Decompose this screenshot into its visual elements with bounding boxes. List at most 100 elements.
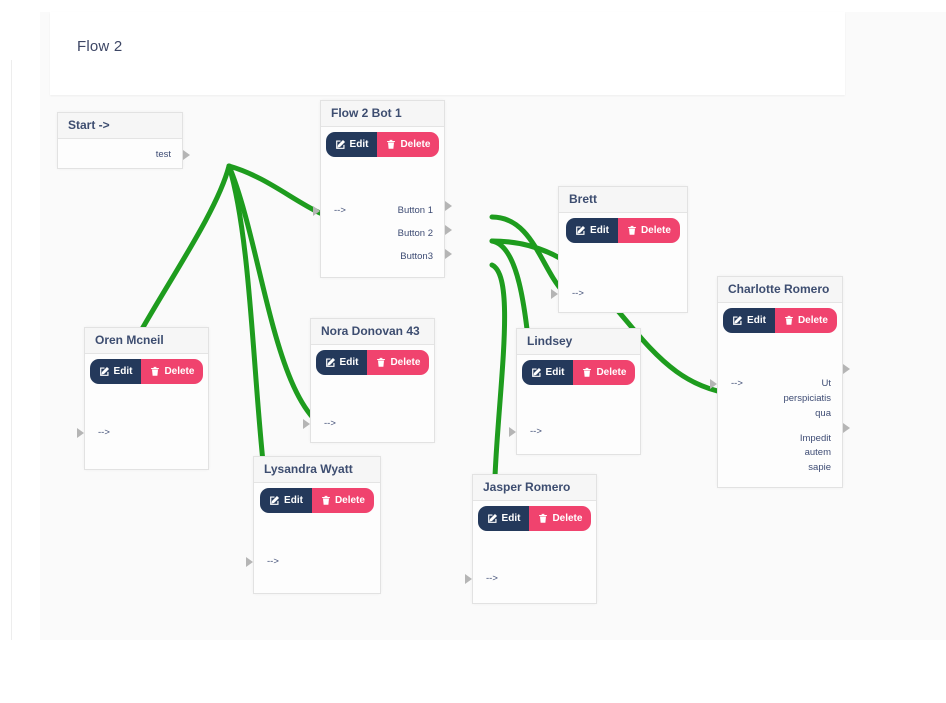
node-content-row: qua <box>718 406 842 421</box>
connection-bot1.button2--charlotte.in[interactable] <box>489 238 753 400</box>
edit-button-label: Edit <box>349 139 369 150</box>
input-arrow-label: --> <box>486 573 498 584</box>
delete-button[interactable]: Delete <box>573 360 636 385</box>
node-title: Start -> <box>58 113 182 139</box>
node-content-row: --> <box>473 571 596 586</box>
edit-icon <box>99 366 109 376</box>
input-arrow-label: --> <box>530 426 542 437</box>
node-title: Lysandra Wyatt <box>254 457 380 483</box>
output-port[interactable] <box>183 150 190 160</box>
node-title: Jasper Romero <box>473 475 596 501</box>
output-port[interactable] <box>445 201 452 211</box>
node-content-row: --> <box>311 416 434 431</box>
node-content-row: --> <box>254 554 380 569</box>
node-content-row: --> <box>517 424 640 439</box>
input-port[interactable] <box>77 428 84 438</box>
delete-button-label: Delete <box>797 315 828 326</box>
delete-button[interactable]: Delete <box>617 218 680 243</box>
flow-node-bot1[interactable]: Flow 2 Bot 1 Edit Delete --> Button 1 Button … <box>313 100 452 278</box>
node-content-row: -->Ut <box>718 376 842 391</box>
node-title: Flow 2 Bot 1 <box>321 101 444 127</box>
output-label: Button 2 <box>397 228 433 239</box>
input-port[interactable] <box>303 419 310 429</box>
output-label: Button 1 <box>397 205 433 216</box>
delete-button-label: Delete <box>164 366 195 377</box>
input-port[interactable] <box>509 427 516 437</box>
delete-button[interactable]: Delete <box>529 506 592 531</box>
input-port[interactable] <box>551 289 558 299</box>
input-port[interactable] <box>710 379 717 389</box>
delete-button[interactable]: Delete <box>367 350 430 375</box>
node-actions: Edit Delete <box>473 506 596 531</box>
node-content-row: perspiciatis <box>718 391 842 406</box>
output-label: test <box>155 149 171 160</box>
node-content-row: autem <box>718 445 842 460</box>
output-label: Button3 <box>400 251 433 262</box>
delete-button-label: Delete <box>390 357 421 368</box>
output-label: autem <box>804 447 831 458</box>
input-arrow-label: --> <box>334 205 346 216</box>
output-port[interactable] <box>843 423 850 433</box>
input-port[interactable] <box>465 574 472 584</box>
delete-button-label: Delete <box>400 139 431 150</box>
output-label: qua <box>815 408 831 419</box>
trash-icon <box>785 315 793 325</box>
edit-icon <box>335 139 345 149</box>
input-port[interactable] <box>246 557 253 567</box>
edit-button[interactable]: Edit <box>325 132 378 157</box>
edit-button-label: Edit <box>501 513 521 524</box>
edit-button[interactable]: Edit <box>723 308 775 333</box>
output-port[interactable] <box>445 249 452 259</box>
delete-button[interactable]: Delete <box>377 132 440 157</box>
trash-icon <box>322 495 330 505</box>
input-port[interactable] <box>313 206 320 216</box>
trash-icon <box>583 367 592 377</box>
node-content-row: Impedit <box>718 431 842 446</box>
edit-icon <box>733 315 743 325</box>
edit-icon <box>487 513 497 523</box>
edit-icon <box>531 367 541 377</box>
node-actions: Edit Delete <box>85 359 208 384</box>
delete-button[interactable]: Delete <box>311 488 374 513</box>
edit-icon <box>576 225 586 235</box>
output-port[interactable] <box>843 364 850 374</box>
edit-button[interactable]: Edit <box>260 488 312 513</box>
trash-icon <box>628 225 636 235</box>
page-title: Flow 2 <box>77 38 123 55</box>
flow-header-band: Flow 2 <box>50 12 845 95</box>
edit-button[interactable]: Edit <box>477 506 530 531</box>
delete-button-label: Delete <box>552 513 583 524</box>
output-label: sapie <box>808 462 831 473</box>
edit-button[interactable]: Edit <box>566 218 618 243</box>
edit-button-label: Edit <box>284 495 303 506</box>
output-port[interactable] <box>445 225 452 235</box>
delete-button[interactable]: Delete <box>141 359 204 384</box>
edit-button-label: Edit <box>545 367 565 378</box>
node-content-row: --> <box>85 425 208 440</box>
edit-button-label: Edit <box>747 315 766 326</box>
edit-button-label: Edit <box>590 225 609 236</box>
delete-button-label: Delete <box>334 495 365 506</box>
edit-button[interactable]: Edit <box>315 350 368 375</box>
node-actions: Edit Delete <box>517 360 640 385</box>
trash-icon <box>387 139 396 149</box>
input-arrow-label: --> <box>572 288 584 299</box>
node-title: Brett <box>559 187 687 213</box>
trash-icon <box>539 513 548 523</box>
delete-button[interactable]: Delete <box>774 308 837 333</box>
edit-button[interactable]: Edit <box>89 359 142 384</box>
edit-button[interactable]: Edit <box>521 360 574 385</box>
edit-icon <box>325 357 335 367</box>
node-actions: Edit Delete <box>311 350 434 375</box>
node-content-row: --> Button 1 <box>321 203 444 218</box>
delete-button-label: Delete <box>596 367 627 378</box>
flow-node-start[interactable]: Start -> test <box>57 112 190 169</box>
